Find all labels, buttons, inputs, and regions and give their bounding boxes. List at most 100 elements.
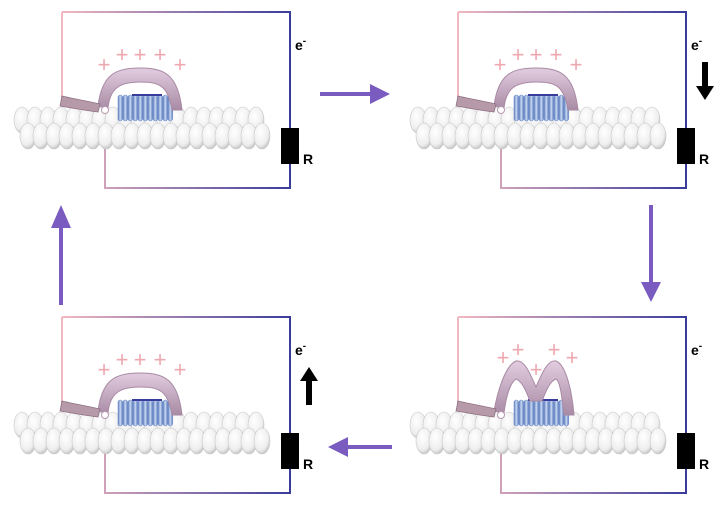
coil-turn [147, 94, 153, 122]
coil-electrode [513, 94, 569, 122]
gel-layer [97, 372, 183, 416]
coil-turn [117, 94, 123, 122]
coil-turn [543, 399, 549, 427]
contact-point [101, 106, 109, 114]
coil-turn [523, 94, 529, 122]
positive-charge-icon: + [116, 347, 129, 372]
coil-turn [152, 94, 158, 122]
coil-turn [162, 399, 168, 427]
coil-electrode [513, 399, 569, 427]
coil-turn [548, 94, 554, 122]
coil-turn [538, 94, 544, 122]
coil-turn [533, 399, 539, 427]
coil-turn [558, 94, 564, 122]
arrow-right-icon [320, 84, 390, 104]
panel-p3: +++++Re- [409, 316, 709, 494]
fabric-substrate [13, 106, 271, 150]
positive-charge-icon: + [497, 345, 510, 370]
coil-turn [132, 399, 138, 427]
positive-charge-icon: + [494, 52, 507, 77]
positive-charge-icon: + [550, 42, 563, 67]
circuit-wire [458, 316, 687, 494]
positive-charge-icon: + [154, 42, 167, 67]
positive-charge-icon: + [566, 345, 579, 370]
coil-turn [127, 399, 133, 427]
arrow-up-icon [51, 205, 71, 305]
fabric-fiber [649, 122, 667, 150]
coil-turn [523, 399, 529, 427]
positive-charge-icon: + [98, 357, 111, 382]
contact-point [101, 411, 109, 419]
resistor-icon [281, 433, 299, 469]
coil-turn [513, 399, 519, 427]
panel-p1: +++++Re- [13, 11, 313, 189]
positive-charge-icon: + [512, 337, 525, 362]
panel-p4: +++++Re- [13, 316, 318, 494]
resistor-icon [677, 128, 695, 164]
coil-turn [147, 399, 153, 427]
coil-turn [157, 399, 163, 427]
coil-turn [518, 94, 524, 122]
coil-turn [528, 399, 534, 427]
resistor-label: R [303, 456, 313, 472]
resistor-icon [281, 128, 299, 164]
positive-charge-icon: + [174, 52, 187, 77]
positive-charge-icon: + [512, 42, 525, 67]
coil-turn [162, 94, 168, 122]
positive-charge-icon: + [134, 42, 147, 67]
coil-turn [528, 94, 534, 122]
resistor-label: R [699, 151, 709, 167]
lead-wire [455, 95, 497, 113]
lead-wire [59, 95, 101, 113]
contact-point [497, 106, 505, 114]
circuit-wire [458, 11, 687, 189]
resistor-icon [677, 433, 695, 469]
lead-wire [59, 400, 101, 418]
coil-turn [548, 399, 554, 427]
coil-turn [157, 94, 163, 122]
coil-turn [142, 399, 148, 427]
positive-charge-icon: + [570, 52, 583, 77]
positive-charge-icon: + [548, 337, 561, 362]
coil-turn [152, 399, 158, 427]
gel-layer [493, 360, 575, 416]
fabric-fiber [253, 427, 271, 455]
coil-turn [538, 399, 544, 427]
electron-label: e- [295, 341, 306, 358]
resistor-label: R [303, 151, 313, 167]
coil-turn [142, 94, 148, 122]
coil-turn [513, 94, 519, 122]
coil-electrode [117, 94, 173, 122]
arrow-left-icon [328, 437, 392, 457]
positive-charge-icon: + [116, 42, 129, 67]
positive-charge-icon: + [98, 52, 111, 77]
coil-turn [127, 94, 133, 122]
positive-charge-icon: + [134, 347, 147, 372]
coil-electrode [117, 399, 173, 427]
coil-turn [122, 94, 128, 122]
current-up-icon [300, 367, 318, 405]
coil-turn [137, 399, 143, 427]
positive-charge-icon: + [530, 357, 543, 382]
gel-layer [97, 67, 183, 111]
fabric-fiber [649, 427, 667, 455]
positive-charge-icon: + [154, 347, 167, 372]
coil-turn [543, 94, 549, 122]
contact-point [497, 411, 505, 419]
arrow-down-icon [641, 205, 661, 302]
fabric-fiber [253, 122, 271, 150]
lead-wire [455, 400, 497, 418]
electron-label: e- [691, 341, 702, 358]
coil-turn [132, 94, 138, 122]
coil-turn [533, 94, 539, 122]
resistor-label: R [699, 456, 709, 472]
electron-label: e- [295, 36, 306, 53]
electron-label: e- [691, 36, 702, 53]
coil-turn [137, 94, 143, 122]
fabric-substrate [409, 106, 667, 150]
current-down-icon [696, 62, 714, 100]
coil-turn [122, 399, 128, 427]
positive-charge-icon: + [174, 357, 187, 382]
coil-turn [553, 399, 559, 427]
